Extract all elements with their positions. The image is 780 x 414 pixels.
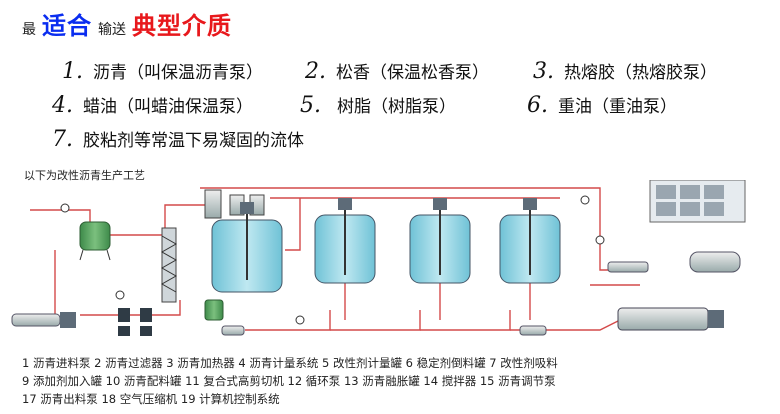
media-num-2: 2.	[305, 59, 326, 84]
header-word-zui: 最	[22, 22, 36, 38]
media-item-2: 2. 松香（保温松香泵）	[305, 58, 489, 84]
media-num-3: 3.	[533, 59, 554, 84]
computer-control-cabinet	[649, 180, 746, 223]
header: 最 适合 输送 典型介质	[22, 6, 232, 40]
reactor-2	[314, 198, 376, 284]
media-text-6: 重油（重油泵）	[558, 97, 677, 117]
media-text-5: 树脂（树脂泵）	[337, 97, 456, 117]
reactor-3	[409, 198, 471, 284]
reactor-4	[499, 198, 561, 284]
air-compressor	[689, 251, 741, 273]
shear-machine	[617, 307, 724, 331]
media-num-6: 6.	[527, 93, 548, 118]
media-num-7: 7.	[52, 127, 73, 152]
metering-tanks	[204, 189, 265, 219]
header-word-shihe: 适合	[42, 12, 92, 40]
media-text-4: 蜡油（叫蜡油保温泵）	[83, 97, 253, 117]
legend-line-2: 9 添加剂加入罐 10 沥青配料罐 11 复合式高剪切机 12 循环泵 13 沥…	[22, 374, 556, 388]
pressure-gauges	[60, 195, 605, 325]
feed-pump	[11, 312, 76, 328]
circulation-pumps	[221, 325, 547, 336]
process-diagram	[11, 180, 746, 336]
agent-tank	[204, 299, 224, 321]
media-item-1: 1. 沥青（叫保温沥青泵）	[62, 58, 263, 84]
process-subtitle: 以下为改性沥青生产工艺	[24, 169, 145, 182]
media-text-3: 热熔胶（热熔胶泵）	[564, 63, 717, 83]
heater-column	[160, 227, 178, 303]
header-word-dianxing: 典型介质	[132, 12, 232, 40]
media-item-5: 5. 树脂（树脂泵）	[300, 92, 456, 118]
media-item-7: 7. 胶粘剂等常温下易凝固的流体	[52, 126, 304, 152]
media-item-3: 3. 热熔胶（热熔胶泵）	[533, 58, 717, 84]
header-word-shusong: 输送	[98, 22, 126, 38]
filter-units	[118, 308, 152, 336]
mixing-tank-green	[79, 221, 111, 261]
reactor-1	[211, 202, 283, 293]
media-num-4: 4.	[52, 93, 73, 118]
legend-line-3: 17 沥青出料泵 18 空气压缩机 19 计算机控制系统	[22, 392, 280, 406]
discharge-pump	[607, 261, 649, 273]
legend-line-1: 1 沥青进料泵 2 沥青过滤器 3 沥青加热器 4 沥青计量系统 5 改性剂计量…	[22, 356, 558, 370]
media-num-5: 5.	[300, 93, 321, 118]
media-item-4: 4. 蜡油（叫蜡油保温泵）	[52, 92, 253, 118]
media-item-6: 6. 重油（重油泵）	[527, 92, 677, 118]
media-text-1: 沥青（叫保温沥青泵）	[93, 63, 263, 83]
media-text-2: 松香（保温松香泵）	[336, 63, 489, 83]
media-num-1: 1.	[62, 59, 83, 84]
media-text-7: 胶粘剂等常温下易凝固的流体	[83, 131, 304, 151]
